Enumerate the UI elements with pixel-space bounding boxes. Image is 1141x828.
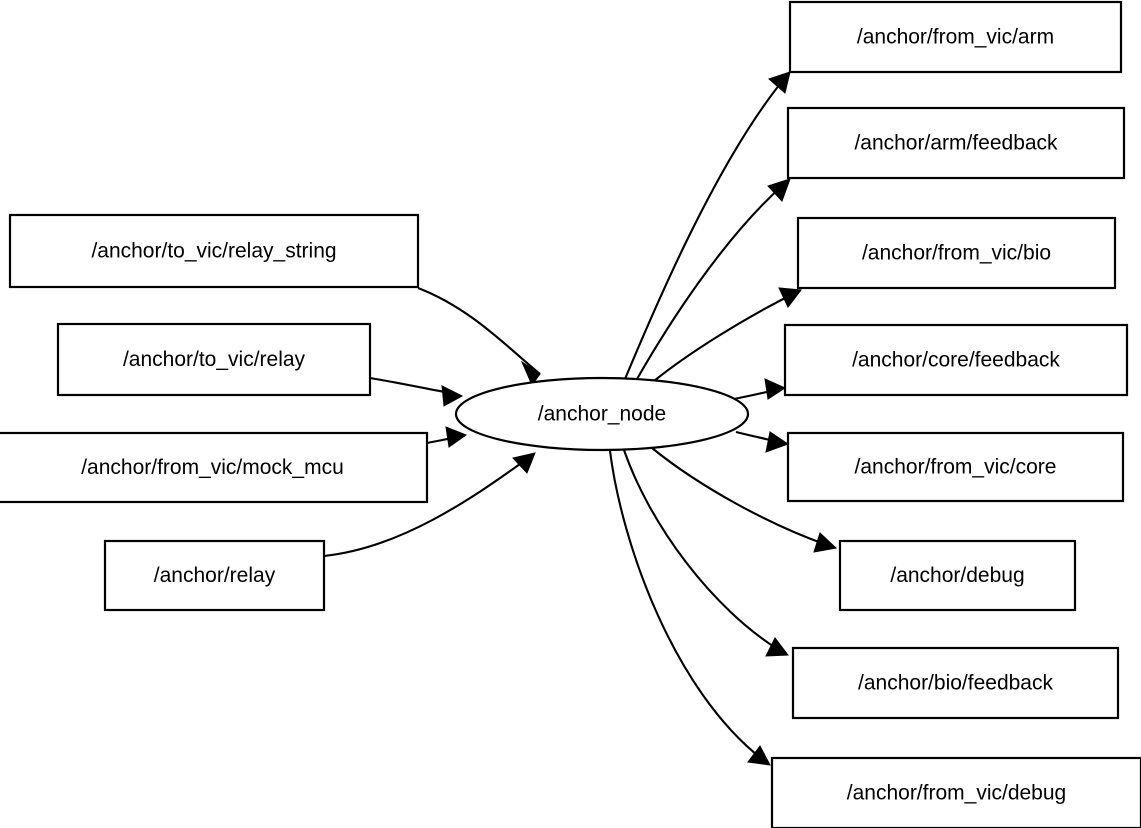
- node-label: /anchor/debug: [890, 564, 1024, 587]
- edge-out-anchor-arm-feedback: [636, 178, 791, 380]
- edge-in-anchor-from-vic-mock-mcu: [426, 426, 468, 448]
- edges-layer: [323, 71, 838, 766]
- subscriber-node-anchor-from-vic-bio[interactable]: /anchor/from_vic/bio: [796, 216, 1117, 290]
- subscriber-node-anchor-from-vic-core[interactable]: /anchor/from_vic/core: [786, 431, 1125, 503]
- node-label: /anchor/core/feedback: [852, 349, 1060, 372]
- node-box[interactable]: [796, 216, 1117, 290]
- edge-line: [624, 78, 785, 380]
- publisher-node-anchor-from-vic-mock-mcu[interactable]: /anchor/from_vic/mock_mcu: [0, 431, 429, 504]
- node-label: /anchor/from_vic/bio: [862, 242, 1051, 265]
- arrowhead-icon: [765, 637, 789, 657]
- arrowhead-icon: [747, 745, 771, 766]
- subscriber-node-anchor-from-vic-debug[interactable]: /anchor/from_vic/debug: [770, 756, 1141, 828]
- node-box[interactable]: [783, 323, 1129, 397]
- arrowhead-icon: [767, 178, 791, 202]
- node-box[interactable]: [786, 106, 1126, 180]
- node-label: /anchor/arm/feedback: [854, 132, 1058, 155]
- node-label: /anchor/from_vic/core: [855, 456, 1057, 479]
- arrowhead-icon: [778, 287, 802, 308]
- edge-out-anchor-bio-feedback: [623, 449, 789, 657]
- arrowhead-icon: [445, 426, 468, 448]
- edge-line: [653, 293, 794, 382]
- edge-out-anchor-debug: [651, 447, 838, 553]
- arrowhead-icon: [764, 378, 787, 400]
- node-label: /anchor/from_vic/mock_mcu: [81, 456, 344, 479]
- node-box[interactable]: [838, 539, 1077, 612]
- subscriber-node-anchor-bio-feedback[interactable]: /anchor/bio/feedback: [791, 646, 1120, 720]
- node-box[interactable]: [791, 646, 1120, 720]
- node-box[interactable]: [788, 0, 1123, 74]
- arrowhead-icon: [768, 71, 791, 94]
- node-label: /anchor/from_vic/debug: [847, 782, 1066, 805]
- subscriber-node-anchor-core-feedback[interactable]: /anchor/core/feedback: [783, 323, 1129, 397]
- edge-out-anchor-from-vic-core: [735, 430, 790, 453]
- edge-line: [608, 450, 763, 760]
- edge-line: [636, 184, 784, 380]
- node-box[interactable]: [0, 431, 429, 504]
- edge-out-anchor-core-feedback: [733, 378, 787, 401]
- subscriber-node-anchor-arm-feedback[interactable]: /anchor/arm/feedback: [786, 106, 1126, 180]
- edge-out-anchor-from-vic-debug: [608, 450, 771, 766]
- node-label: /anchor/to_vic/relay: [123, 348, 306, 371]
- node-box[interactable]: [8, 213, 420, 289]
- node-label: /anchor/to_vic/relay_string: [91, 240, 336, 263]
- node-box[interactable]: [786, 431, 1125, 503]
- arrowhead-icon: [520, 360, 541, 387]
- node-box[interactable]: [103, 539, 326, 612]
- node-box[interactable]: [56, 322, 372, 397]
- edge-line: [323, 458, 528, 558]
- arrowhead-icon: [813, 532, 838, 553]
- arrowhead-icon: [512, 452, 536, 474]
- edge-line: [417, 287, 541, 375]
- arrowhead-icon: [441, 385, 464, 407]
- edge-out-anchor-from-vic-arm: [624, 71, 791, 380]
- edge-in-anchor-to-vic-relay: [369, 376, 464, 407]
- subscriber-node-anchor-from-vic-arm[interactable]: /anchor/from_vic/arm: [788, 0, 1123, 74]
- center-node-label: /anchor_node: [538, 403, 666, 426]
- node-label: /anchor/relay: [154, 564, 276, 587]
- arrowhead-icon: [765, 431, 790, 453]
- node-box[interactable]: [770, 756, 1141, 828]
- publisher-node-anchor-to-vic-relay[interactable]: /anchor/to_vic/relay: [56, 322, 372, 397]
- node-ellipse[interactable]: [454, 376, 750, 452]
- subscriber-node-anchor-debug[interactable]: /anchor/debug: [838, 539, 1077, 612]
- center-node-anchor-node[interactable]: /anchor_node: [454, 376, 750, 452]
- node-label: /anchor/from_vic/arm: [857, 26, 1054, 49]
- edge-in-anchor-relay: [323, 452, 536, 558]
- edge-out-anchor-from-vic-bio: [653, 287, 802, 382]
- publisher-node-anchor-to-vic-relay-string[interactable]: /anchor/to_vic/relay_string: [8, 213, 420, 289]
- node-label: /anchor/bio/feedback: [858, 672, 1053, 695]
- edge-line: [623, 449, 780, 651]
- edge-line: [651, 447, 828, 546]
- edge-in-anchor-to-vic-relay-string: [417, 287, 541, 387]
- publisher-node-anchor-relay[interactable]: /anchor/relay: [103, 539, 326, 612]
